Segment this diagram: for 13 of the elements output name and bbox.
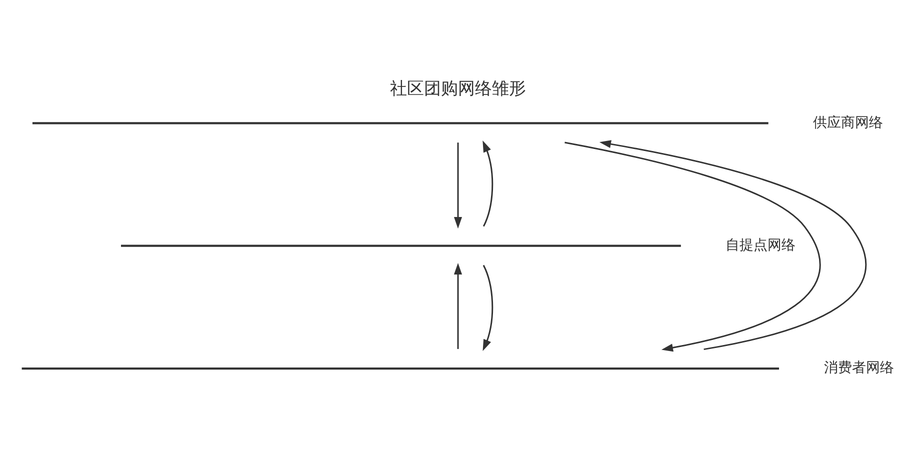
node-label: 消费者网络: [823, 360, 894, 376]
node-label: 自提点网络: [725, 237, 796, 254]
diagram-title: 社区团购网络雏形: [390, 79, 526, 100]
arrow: [482, 264, 493, 352]
arrow: [598, 140, 866, 350]
node-bar: [120, 244, 680, 247]
node-label: 供应商网络: [812, 114, 883, 131]
arrow: [453, 142, 462, 229]
arrow: [453, 262, 462, 349]
arrow: [564, 142, 820, 352]
node-bar: [21, 367, 779, 370]
arrow: [482, 140, 493, 227]
node-bar: [32, 122, 768, 124]
